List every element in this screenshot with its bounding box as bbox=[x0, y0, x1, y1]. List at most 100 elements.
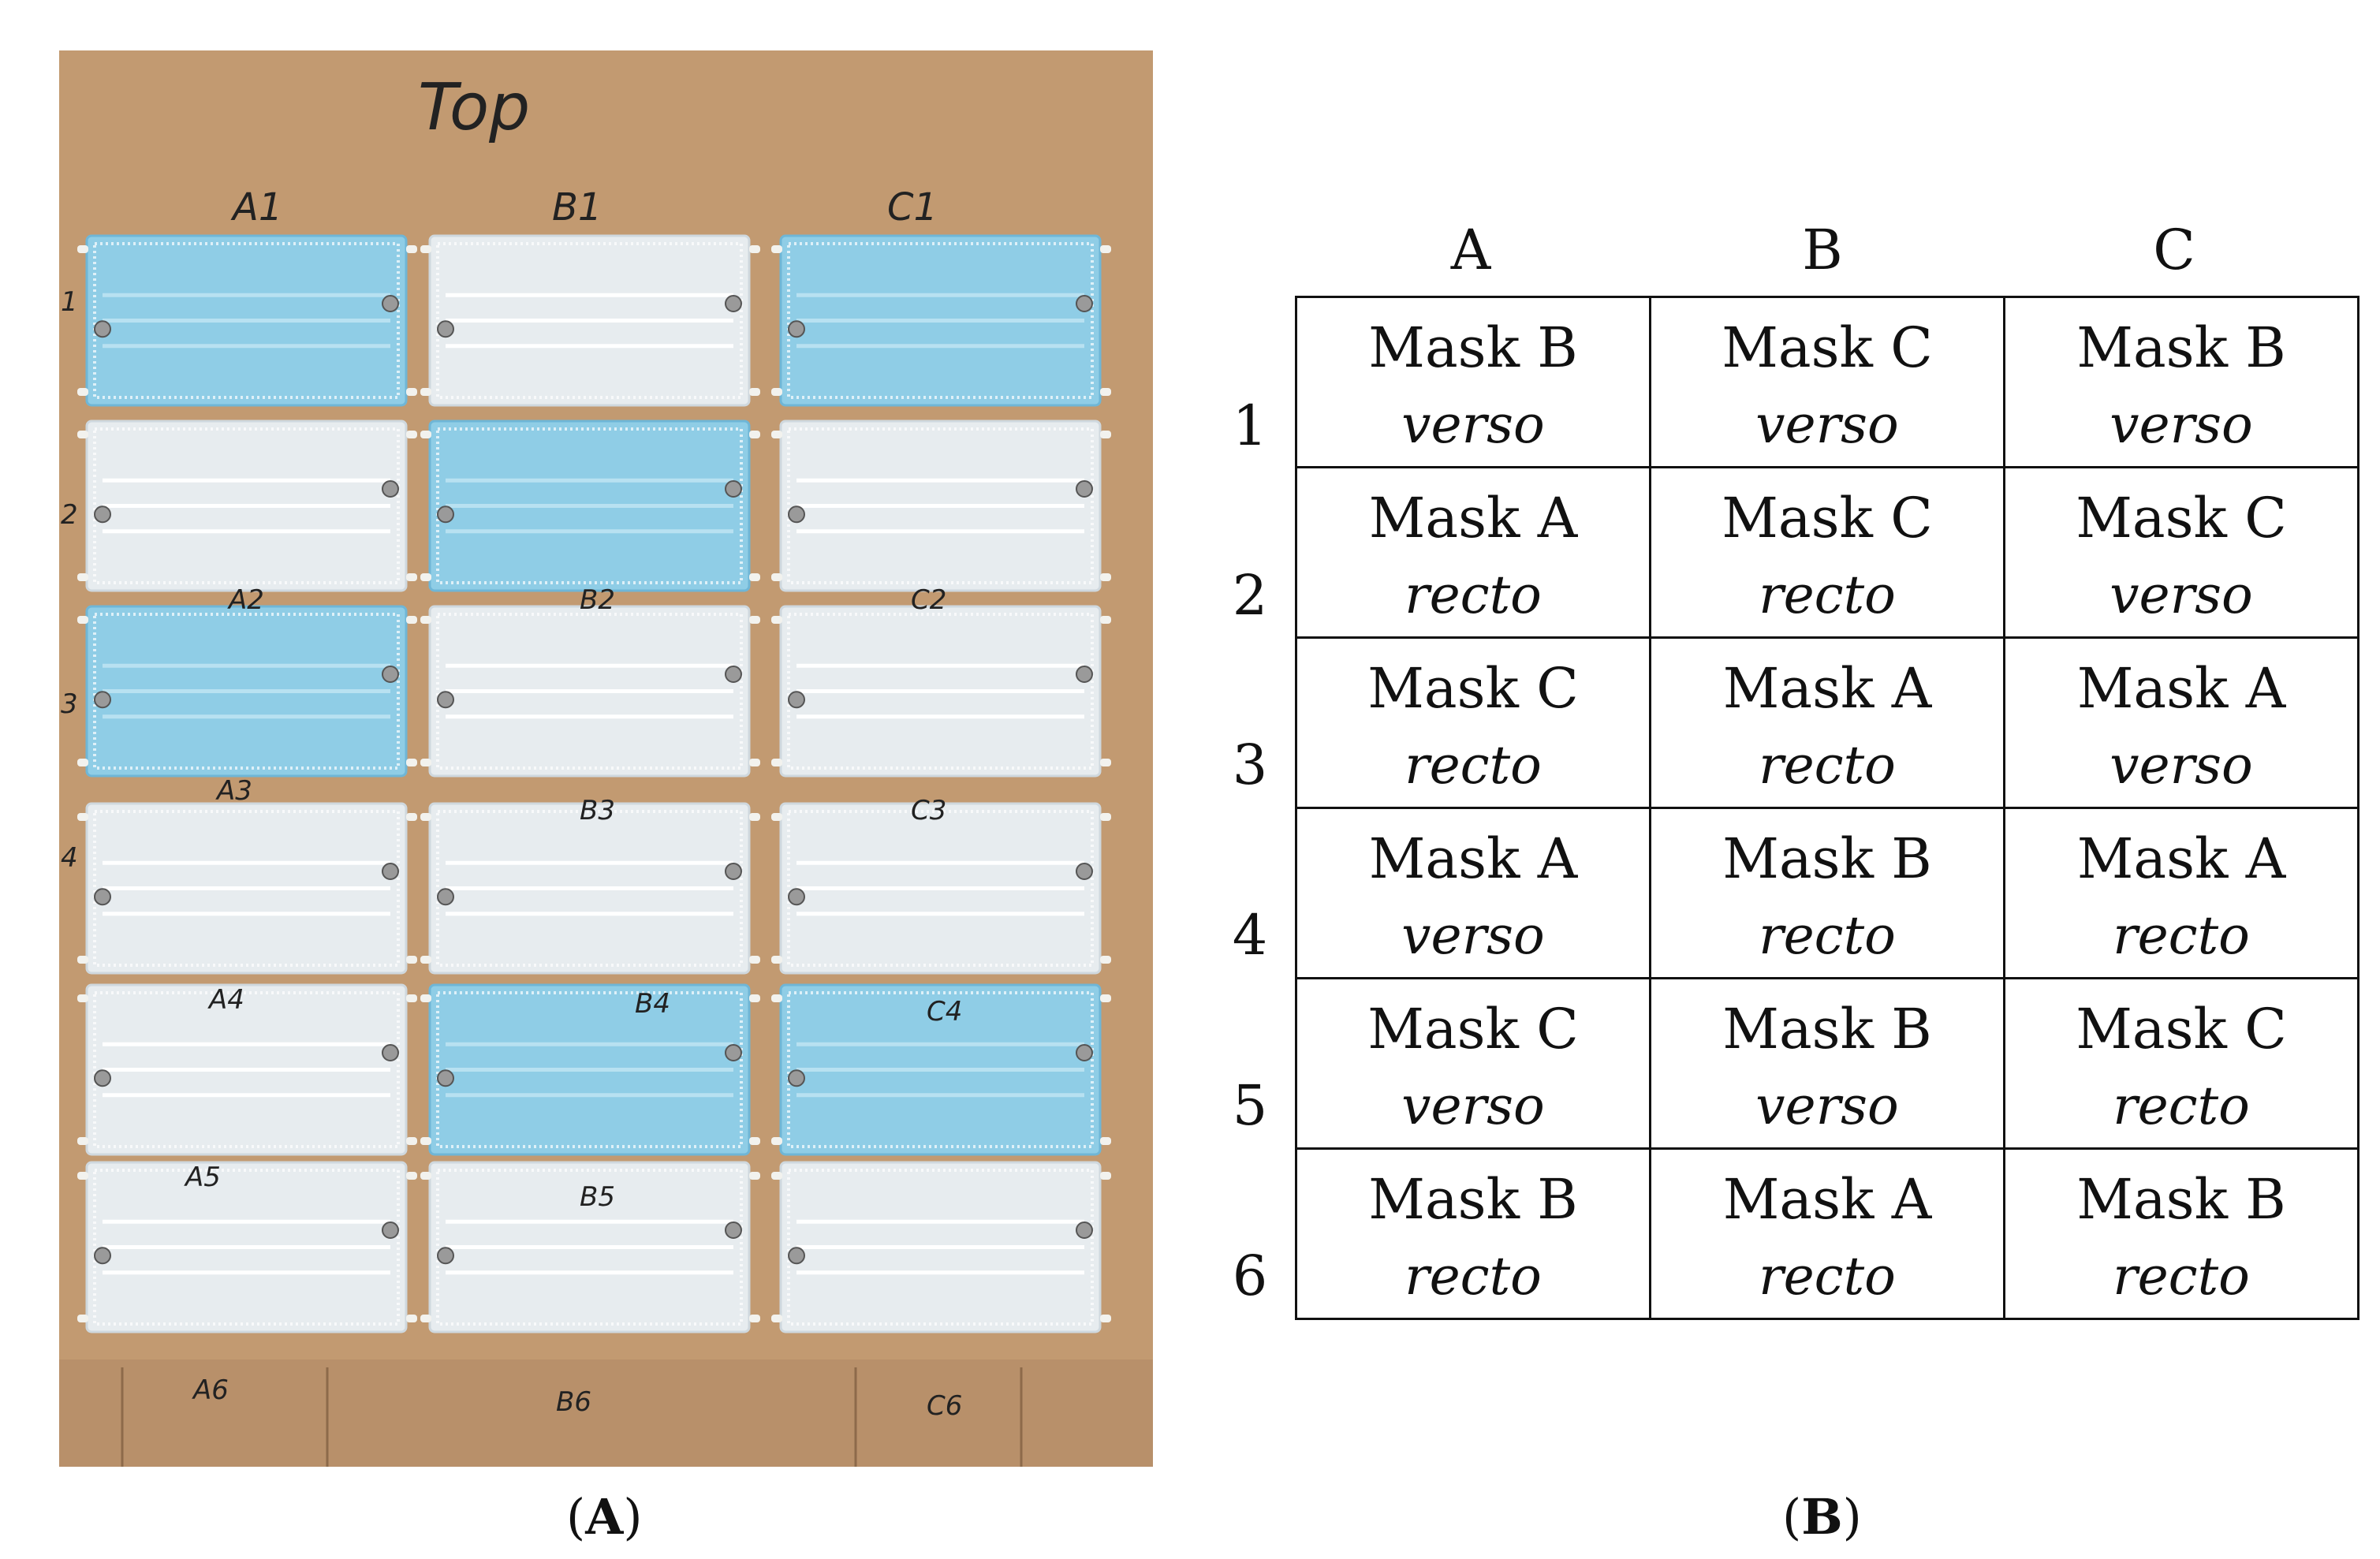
column-header-b: B bbox=[1802, 218, 1843, 282]
table-row: Mask B recto Mask A recto Mask B recto bbox=[1295, 1147, 2359, 1320]
cell-mask-side: verso bbox=[1755, 393, 1899, 455]
cell-mask-side: recto bbox=[1759, 734, 1896, 796]
column-header-c: C bbox=[2153, 218, 2195, 282]
photo-column-label: C1 bbox=[887, 185, 938, 229]
cell-mask-side: recto bbox=[1759, 1245, 1896, 1307]
column-header-a: A bbox=[1450, 218, 1491, 282]
photo-mask-label: C3 bbox=[911, 795, 946, 826]
mask-sample bbox=[420, 605, 760, 778]
mask-sample bbox=[771, 420, 1111, 592]
photo-mask-label: B3 bbox=[580, 795, 615, 826]
cell-mask-name: Mask C bbox=[1722, 486, 1933, 551]
mask-grid bbox=[77, 234, 1111, 1333]
table-cell: Mask C recto bbox=[1649, 466, 2005, 639]
cell-mask-name: Mask A bbox=[1368, 826, 1578, 892]
mask-sample bbox=[420, 234, 760, 407]
photo-mask-label: A4 bbox=[207, 984, 244, 1016]
cell-mask-side: recto bbox=[1759, 904, 1896, 966]
table-cell: Mask B verso bbox=[2003, 296, 2359, 468]
mask-sample bbox=[771, 802, 1111, 975]
photo-row-number: 4 bbox=[61, 842, 78, 874]
mask-sample bbox=[420, 420, 760, 592]
table-row: Mask A recto Mask C recto Mask C verso bbox=[1295, 466, 2359, 639]
photo-mask-label: A6 bbox=[192, 1374, 229, 1406]
cell-mask-name: Mask B bbox=[2076, 315, 2286, 381]
cell-mask-side: recto bbox=[2113, 1245, 2250, 1307]
panel-b-caption: (B) bbox=[1782, 1488, 1862, 1546]
table-row: Mask A verso Mask B recto Mask A recto bbox=[1295, 807, 2359, 979]
cell-mask-name: Mask A bbox=[1368, 486, 1578, 551]
photo-mask-label: A3 bbox=[215, 775, 252, 807]
row-header-4: 4 bbox=[1232, 903, 1268, 968]
panel-a-caption: (A) bbox=[566, 1488, 643, 1546]
cell-mask-side: verso bbox=[1755, 1075, 1899, 1136]
row-header-1: 1 bbox=[1232, 393, 1268, 458]
mask-sample bbox=[771, 605, 1111, 778]
row-header-5: 5 bbox=[1232, 1073, 1268, 1138]
cell-mask-side: verso bbox=[1401, 904, 1545, 966]
cell-mask-name: Mask B bbox=[2076, 1167, 2286, 1233]
photo-mask-label: C2 bbox=[911, 584, 946, 616]
photo-column-label: B1 bbox=[552, 185, 602, 229]
row-header-6: 6 bbox=[1232, 1244, 1268, 1308]
photo-row-number: 3 bbox=[61, 688, 78, 720]
cell-mask-name: Mask B bbox=[1722, 826, 1932, 892]
cell-mask-name: Mask A bbox=[2076, 826, 2286, 892]
row-header-2: 2 bbox=[1232, 563, 1268, 628]
photo-row-number: 2 bbox=[61, 499, 78, 531]
photo-column-label: A1 bbox=[230, 185, 282, 229]
cell-mask-side: verso bbox=[2110, 564, 2253, 625]
cell-mask-side: recto bbox=[1759, 564, 1896, 625]
table-cell: Mask C recto bbox=[1295, 636, 1651, 809]
table-cell: Mask B recto bbox=[1649, 807, 2005, 979]
cell-mask-name: Mask B bbox=[1368, 1167, 1578, 1233]
cell-mask-name: Mask C bbox=[1367, 656, 1579, 722]
table-cell: Mask A recto bbox=[1649, 636, 2005, 809]
table-cell: Mask C verso bbox=[2003, 466, 2359, 639]
mask-sample bbox=[420, 983, 760, 1156]
cell-mask-name: Mask C bbox=[2076, 486, 2287, 551]
table-cell: Mask A verso bbox=[1295, 807, 1651, 979]
table-cell: Mask A recto bbox=[2003, 807, 2359, 979]
mask-sample bbox=[77, 802, 417, 975]
photo-mask-label: A5 bbox=[184, 1162, 221, 1193]
mask-sample bbox=[77, 983, 417, 1156]
cell-mask-name: Mask B bbox=[1722, 997, 1932, 1062]
mask-sample bbox=[77, 1161, 417, 1333]
photo-mask-label: C4 bbox=[927, 996, 962, 1028]
table-cell: Mask C verso bbox=[1295, 977, 1651, 1150]
cell-mask-side: recto bbox=[1404, 734, 1542, 796]
mask-sample bbox=[771, 234, 1111, 407]
mask-sample bbox=[77, 234, 417, 407]
mask-sample bbox=[77, 605, 417, 778]
cell-mask-side: verso bbox=[2110, 734, 2253, 796]
table-cell: Mask A recto bbox=[1649, 1147, 2005, 1320]
cell-mask-side: recto bbox=[1404, 564, 1542, 625]
cell-mask-side: recto bbox=[2113, 904, 2250, 966]
photo-mask-label: B2 bbox=[580, 584, 615, 616]
table-cell: Mask B recto bbox=[1295, 1147, 1651, 1320]
cell-mask-name: Mask C bbox=[1367, 997, 1579, 1062]
cell-mask-side: verso bbox=[1401, 393, 1545, 455]
cell-mask-side: verso bbox=[2110, 393, 2253, 455]
cell-mask-name: Mask C bbox=[2076, 997, 2287, 1062]
cell-mask-name: Mask A bbox=[2076, 656, 2286, 722]
photo-mask-label: C6 bbox=[927, 1390, 962, 1422]
cell-mask-name: Mask A bbox=[1722, 656, 1932, 722]
cell-mask-name: Mask B bbox=[1368, 315, 1578, 381]
cell-mask-side: verso bbox=[1401, 1075, 1545, 1136]
photo-mask-label: B5 bbox=[580, 1181, 615, 1213]
table-cell: Mask B verso bbox=[1649, 977, 2005, 1150]
photo-label-top: Top bbox=[418, 70, 530, 145]
table-cell: Mask B recto bbox=[2003, 1147, 2359, 1320]
cell-mask-name: Mask A bbox=[1722, 1167, 1932, 1233]
table-cell: Mask A verso bbox=[2003, 636, 2359, 809]
mask-sample bbox=[420, 1161, 760, 1333]
photo-mask-label: A2 bbox=[227, 584, 264, 616]
cell-mask-side: recto bbox=[1404, 1245, 1542, 1307]
